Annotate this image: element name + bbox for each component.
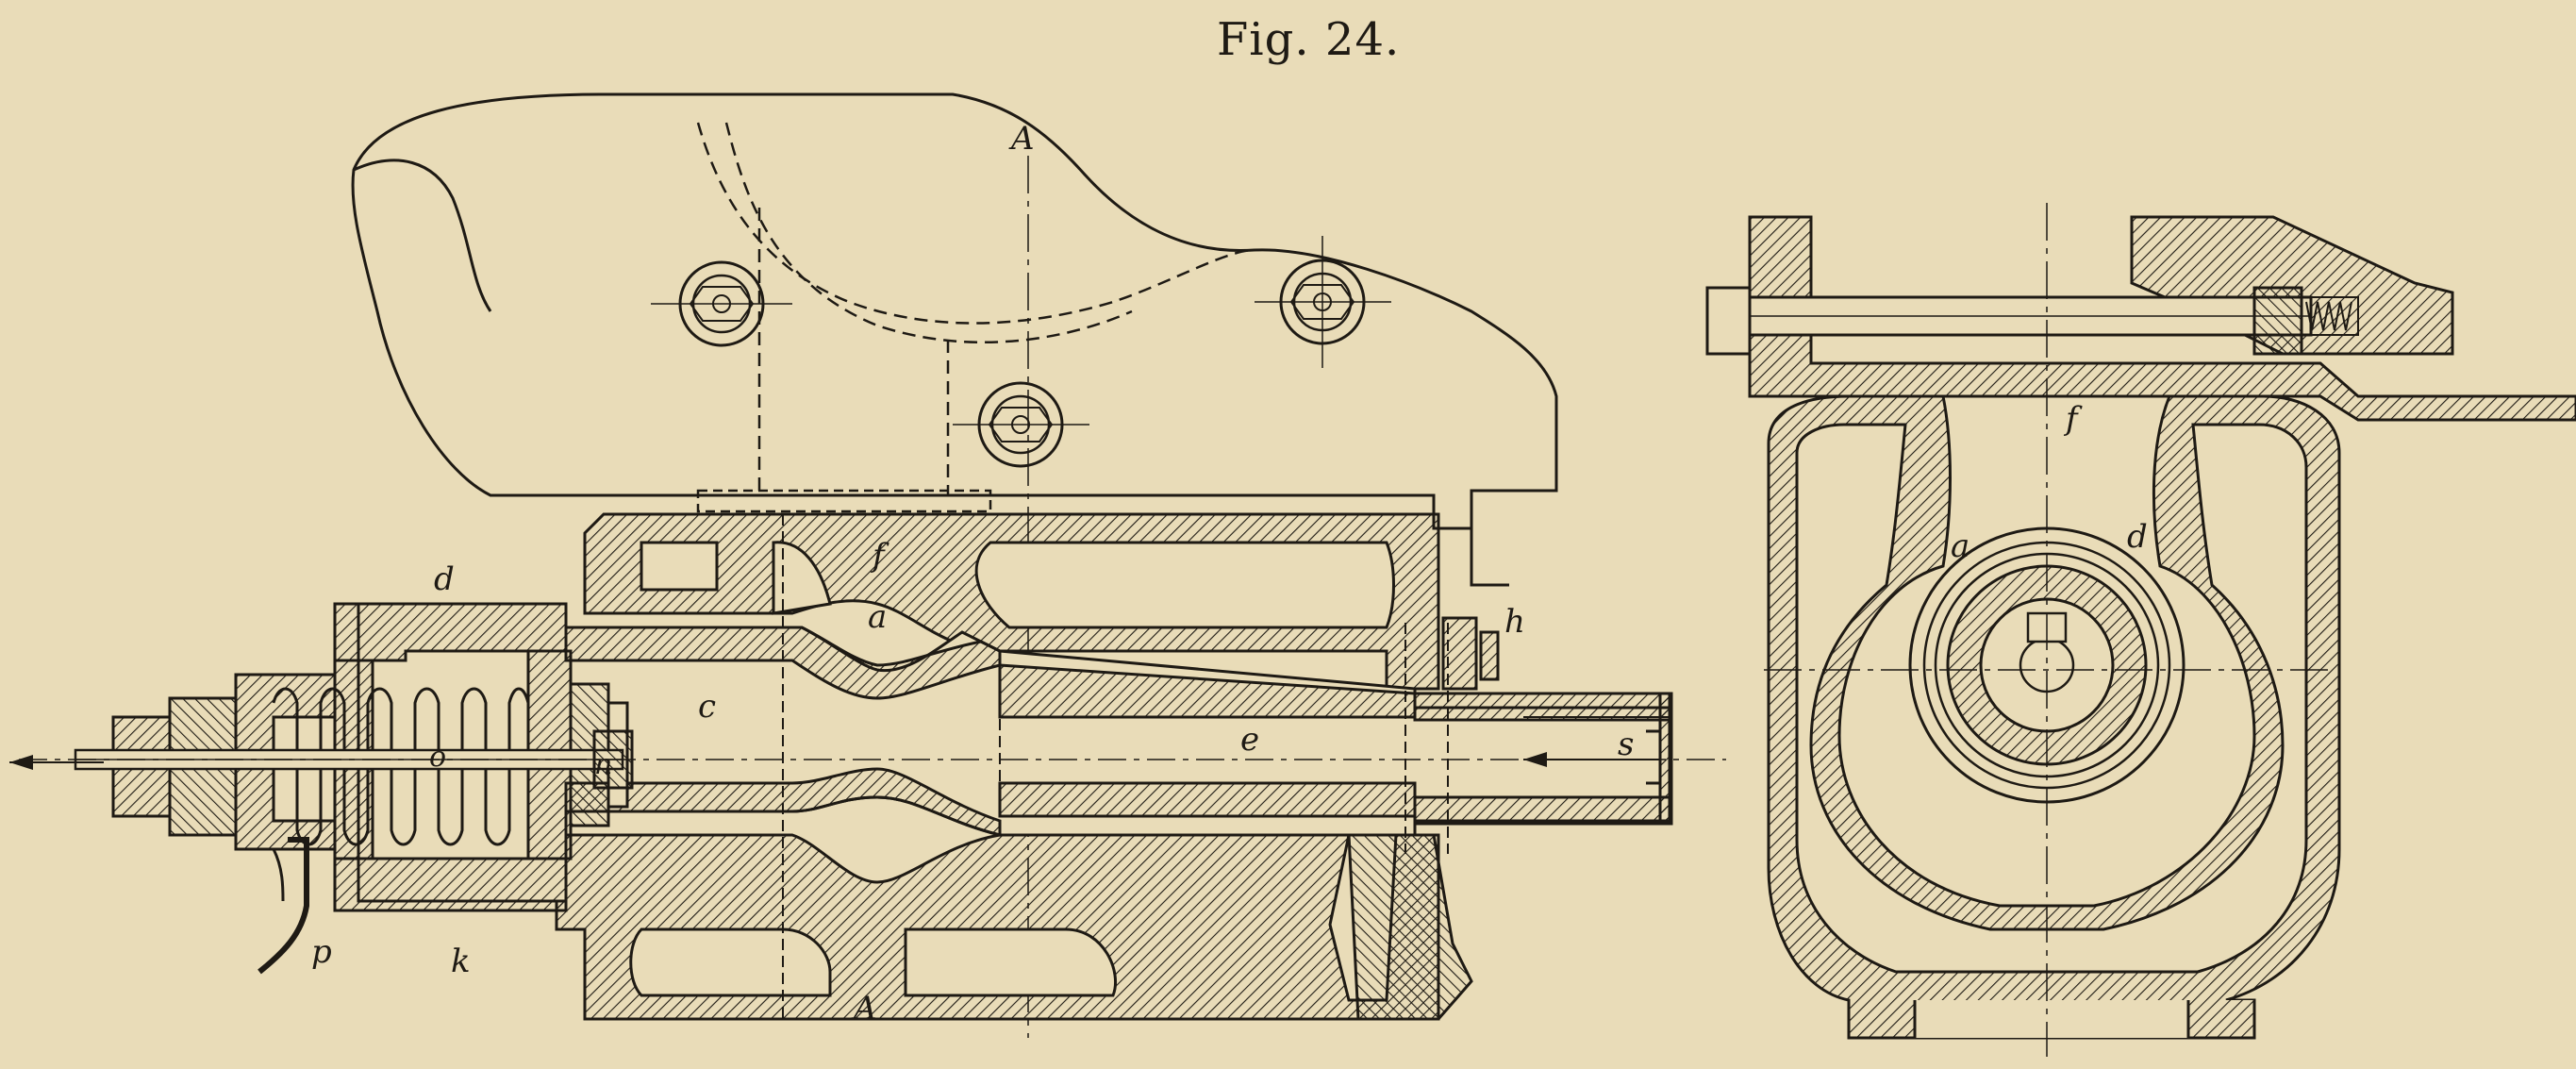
label-c: c	[698, 688, 716, 726]
saddle-casting	[351, 92, 1558, 587]
label-h: h	[1504, 603, 1525, 641]
label-p: p	[311, 933, 332, 971]
bolt-right	[1255, 236, 1391, 368]
bolt-left	[651, 260, 792, 347]
label-e: e	[1240, 721, 1259, 759]
label-d-right: d	[2127, 518, 2148, 556]
coil-spring	[272, 687, 530, 846]
label-o: o	[429, 741, 446, 774]
label-s: s	[1618, 726, 1634, 763]
drain-pipe	[258, 837, 309, 975]
cross-section-view	[1705, 203, 2576, 1057]
bolt-center	[953, 381, 1089, 468]
label-d-left: d	[434, 560, 455, 598]
side-section-view	[9, 92, 1726, 1038]
label-f-right: f	[2063, 400, 2083, 438]
cylinder-bore	[357, 514, 1673, 1024]
label-n: n	[594, 748, 612, 781]
figure-title: Fig. 24.	[1217, 13, 1401, 66]
label-A-top: A	[1008, 120, 1035, 158]
inlet-arrow	[1523, 752, 1660, 767]
label-a-left: a	[868, 598, 887, 636]
main-body-casting	[555, 512, 1473, 1021]
label-a-right: a	[1951, 527, 1969, 565]
label-A-bottom: A	[851, 990, 877, 1027]
label-k: k	[451, 943, 471, 980]
